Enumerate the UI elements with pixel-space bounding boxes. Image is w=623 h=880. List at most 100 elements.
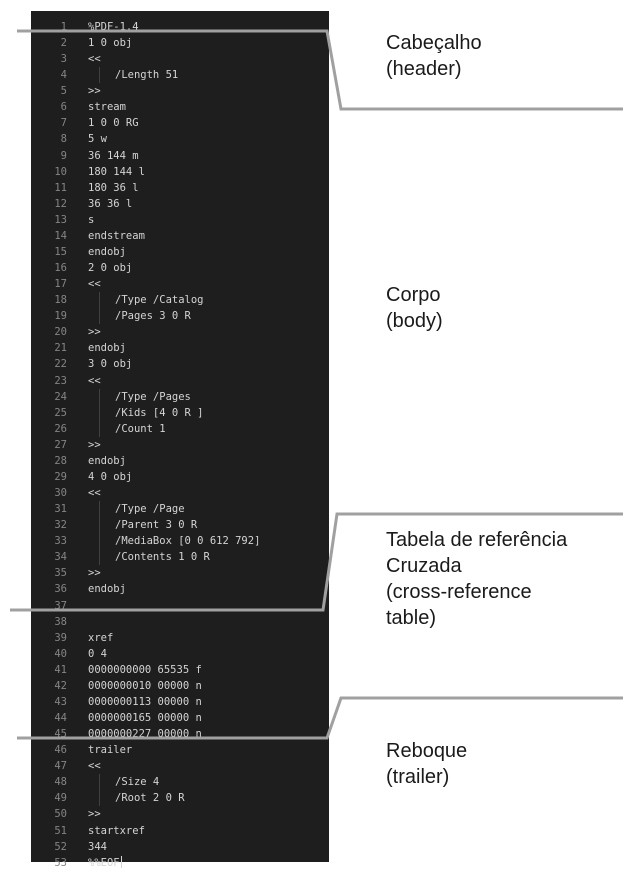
line-number: 17 — [54, 278, 67, 291]
code-line: 44 0000000165 00000 n — [31, 710, 329, 726]
line-number: 43 — [54, 695, 67, 708]
line-code-text: /Contents 1 0 R — [115, 551, 210, 564]
indent-guide — [99, 549, 100, 566]
line-number: 48 — [54, 776, 67, 789]
line-code: << — [88, 51, 101, 67]
line-code: stream — [88, 99, 126, 115]
line-code-text: 180 144 l — [88, 165, 145, 178]
body-label-line-1: Corpo — [386, 284, 441, 306]
line-code: /Type /Catalog — [115, 292, 204, 308]
code-line: 27>> — [31, 437, 329, 453]
line-code: 344 — [88, 839, 107, 855]
code-line: 24/Type /Pages — [31, 388, 329, 405]
line-code: /Size 4 — [115, 774, 159, 790]
line-code: 0000000165 00000 n — [88, 710, 202, 726]
line-number: 21 — [54, 342, 67, 355]
line-number: 12 — [54, 197, 67, 210]
trailer-label-line-2: (trailer) — [386, 766, 450, 788]
line-code-text: 0000000010 00000 n — [88, 679, 202, 692]
line-number: 18 — [54, 294, 67, 307]
line-code-text: endobj — [88, 245, 126, 258]
line-number: 19 — [54, 310, 67, 323]
line-code: /Root 2 0 R — [115, 790, 185, 806]
code-line: 19/Pages 3 0 R — [31, 308, 329, 325]
line-code-text: << — [88, 487, 101, 500]
line-code-text: /Kids [4 0 R ] — [115, 406, 204, 419]
code-line: 20>> — [31, 324, 329, 340]
indent-guide — [99, 388, 100, 405]
line-code: << — [88, 276, 101, 292]
line-code-text: 0000000113 00000 n — [88, 695, 202, 708]
code-line: 4/Length 51 — [31, 67, 329, 84]
indent-guide — [99, 533, 100, 550]
line-code-text: /MediaBox [0 0 612 792] — [115, 535, 261, 548]
code-line: 47<< — [31, 758, 329, 774]
line-code: 2 0 obj — [88, 260, 132, 276]
line-number: 31 — [54, 503, 67, 516]
line-code-text: trailer — [88, 744, 133, 757]
code-line: 38 — [31, 614, 329, 630]
line-number: 20 — [54, 326, 67, 339]
line-code-text: << — [88, 53, 101, 66]
line-number: 7 — [60, 117, 67, 130]
line-code-text: 2 0 obj — [88, 262, 133, 275]
line-number: 22 — [54, 358, 67, 371]
line-code-text: endobj — [88, 342, 126, 355]
line-code-text: 5 w — [88, 133, 107, 146]
line-number: 47 — [54, 760, 67, 773]
line-code-text: >> — [88, 85, 101, 98]
line-number: 36 — [54, 583, 67, 596]
line-code: 5 w — [88, 131, 107, 147]
code-line: 26/Count 1 — [31, 420, 329, 437]
line-number: 2 — [60, 37, 67, 50]
line-code: trailer — [88, 742, 132, 758]
line-number: 42 — [54, 679, 67, 692]
section-label-body: Corpo (body) — [386, 282, 443, 334]
line-number: 28 — [54, 454, 67, 467]
code-line: 52 344 — [31, 839, 329, 855]
code-line: 36 endobj — [31, 581, 329, 597]
code-line: 43 0000000113 00000 n — [31, 694, 329, 710]
line-number: 41 — [54, 663, 67, 676]
xref-top-bracket-line — [10, 512, 623, 612]
line-code: endobj — [88, 581, 126, 597]
indent-guide — [99, 67, 100, 84]
line-code: xref — [88, 630, 113, 646]
code-line: 25/Kids [4 0 R ] — [31, 404, 329, 421]
line-code: 1 0 obj — [88, 35, 132, 51]
line-code-text: /Length 51 — [115, 69, 179, 82]
line-code: 180 144 l — [88, 164, 145, 180]
code-line: 34/Contents 1 0 R — [31, 549, 329, 566]
indent-guide — [99, 420, 100, 437]
line-number: 27 — [54, 438, 67, 451]
line-code-text: 0000000165 00000 n — [88, 712, 202, 724]
indent-guide — [99, 774, 100, 791]
trailer-label-line-1: Reboque — [386, 740, 468, 762]
xref-label-line-1: Tabela de referência — [386, 529, 568, 551]
code-line: 3<< — [31, 51, 329, 67]
code-line: 30 << — [31, 485, 329, 501]
line-code-text: /Type /Pages — [115, 390, 191, 403]
line-code-text: s — [88, 213, 95, 226]
line-code-text: 4 0 obj — [88, 470, 133, 483]
line-code-text: >> — [88, 567, 101, 580]
line-code-text: endobj — [88, 454, 126, 467]
line-number: 52 — [54, 840, 67, 853]
code-line: 50>> — [31, 806, 329, 822]
line-code: 0 4 — [88, 646, 107, 662]
line-code: /Type /Pages — [115, 389, 191, 405]
line-code: endobj — [88, 340, 126, 356]
line-number: 44 — [54, 712, 67, 724]
line-number: 30 — [54, 487, 67, 500]
line-number: 40 — [54, 647, 67, 660]
line-number: 11 — [54, 181, 67, 194]
